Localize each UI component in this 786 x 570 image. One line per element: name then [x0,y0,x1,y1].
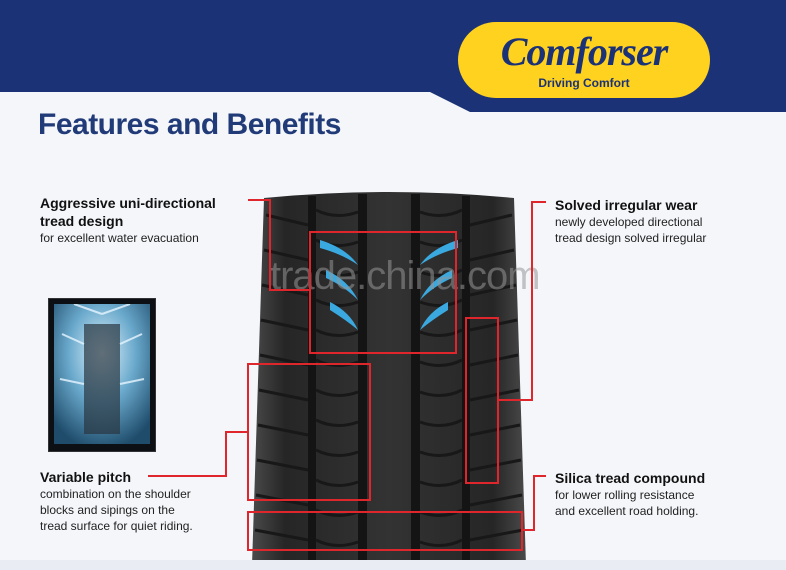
feature-title-line: Solved irregular wear [555,197,698,213]
feature-desc-line: and excellent road holding. [555,504,699,518]
callout-box-pitch [247,363,371,501]
feature-title-line: Silica tread compound [555,470,706,486]
feature-desc-line: tread surface for quiet riding. [40,519,193,533]
feature-title-line: Variable pitch [40,469,132,485]
feature-title-line: tread design [40,213,124,229]
feature-irregular-wear: Solved irregular wear newly developed di… [555,196,775,246]
feature-desc-line: blocks and sipings on the [40,503,175,517]
feature-title-line: Aggressive uni-directional [40,195,216,211]
feature-desc-line: newly developed directional [555,215,703,229]
callout-line-silica [522,475,546,531]
feature-variable-pitch: Variable pitch combination on the should… [40,468,240,534]
callout-line-irregular-wear [498,201,546,401]
feature-desc-line: combination on the shoulder [40,487,191,501]
brand-name: Comforser [500,29,669,74]
bottom-strip [0,560,786,570]
tire-water-spray-photo [48,298,156,452]
watermark-text: trade.china.com [270,254,541,298]
callout-box-irregular-wear [465,317,499,484]
brand-logo: Comforser Driving Comfort [458,22,710,98]
feature-desc-line: for lower rolling resistance [555,488,695,502]
feature-silica-compound: Silica tread compound for lower rolling … [555,469,775,519]
callout-box-tread [309,231,457,354]
brand-tagline: Driving Comfort [538,76,630,90]
feature-tread-design: Aggressive uni-directional tread design … [40,194,250,246]
feature-desc-line: tread design solved irregular [555,231,707,245]
feature-desc-line: for excellent water evacuation [40,231,199,245]
callout-box-silica [247,511,523,551]
callout-line-pitch [148,431,248,477]
callout-line-tread [248,199,310,291]
page-title: Features and Benefits [38,108,341,141]
